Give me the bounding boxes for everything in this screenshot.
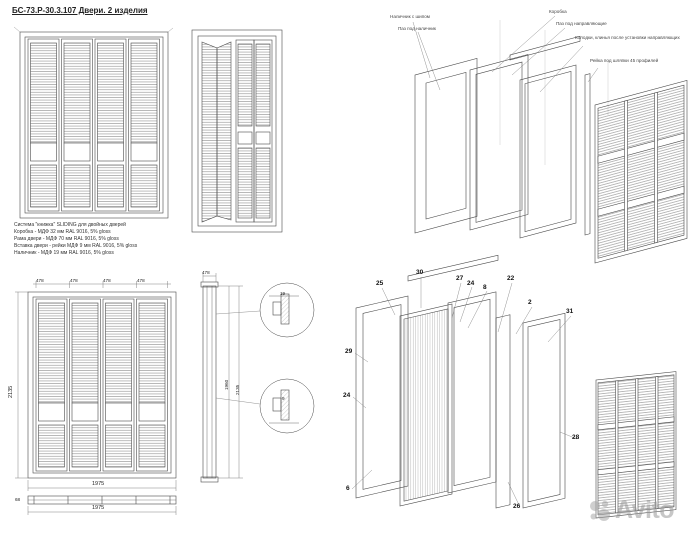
callout-6: 6 [346, 485, 350, 492]
callout-27: 27 [456, 275, 464, 282]
callout-30: 30 [416, 269, 424, 276]
specs-rama-line: Рама двери - МДФ 70 мм RAL 9016, 5% glos… [14, 236, 119, 242]
dim-leaf-height: 1960 [224, 379, 229, 390]
label-reika: Рейка под шляпки 45 профилей [590, 58, 659, 63]
front-view-closed-doors [13, 26, 174, 219]
avito-watermark: Avito [588, 496, 675, 525]
avito-logo-icon [590, 500, 610, 521]
part-nalichnik-frame [414, 58, 478, 234]
dim-plan-depth: 68 [15, 497, 21, 502]
part-mesh-panel [399, 303, 453, 507]
dimensioned-front-view [15, 281, 177, 515]
specs-system-line: Система "книжка" SLIDING для двойных две… [14, 222, 126, 228]
part-plank [495, 314, 511, 509]
specs-nalichnik-line: Наличник - МДФ 19 мм RAL 9016, 5% gloss [14, 250, 114, 256]
part-louvered-panel [594, 79, 688, 264]
specs-korobka-line: Коробка - МДФ 32 мм RAL 9016, 5% gloss [14, 229, 111, 235]
dim-leaf-width-4: 478 [137, 278, 145, 283]
dim-detail-b: 9 [282, 396, 285, 401]
dim-section-height: 2135 [235, 384, 240, 395]
label-paz-napravl: Паз под направляющие [556, 21, 607, 26]
part-frame-2 [447, 291, 497, 494]
label-kolodki: Колодки, клинья после установки направля… [575, 35, 680, 40]
callout-22: 22 [507, 275, 515, 282]
watermark-text: Avito [615, 496, 675, 524]
plan-section-strip [27, 495, 177, 505]
part-top-bar [407, 254, 499, 282]
vertical-section [200, 273, 315, 483]
dim-plan-width: 1975 [92, 505, 105, 511]
louvered-panel-detail [595, 371, 677, 519]
exploded-view-top [412, 15, 688, 264]
dim-leaf-width-3: 478 [103, 278, 111, 283]
callout-leaders [351, 277, 578, 508]
label-korobka: Коробка [549, 9, 567, 14]
dim-total-width: 1975 [92, 481, 105, 487]
callout-26: 26 [513, 503, 521, 510]
specs-vstavka-line: Вставка двери - рейки МДФ 9 мм RAL 9016,… [14, 243, 138, 249]
detail-circle-top [215, 282, 315, 338]
part-inner-frame [519, 64, 577, 239]
callout-8: 8 [483, 284, 487, 291]
callout-24b: 24 [343, 392, 351, 399]
dim-section-width: 478 [202, 270, 210, 275]
label-nalichnik-ship: Наличник с шипом [390, 14, 430, 19]
front-view-open-doors [191, 29, 283, 233]
detail-circle-bottom [215, 378, 315, 434]
callout-25: 25 [376, 280, 384, 287]
dim-leaf-width-2: 478 [70, 278, 78, 283]
callout-31: 31 [566, 308, 574, 315]
part-reika-strip [584, 73, 591, 236]
dim-leaf-width-1: 478 [36, 278, 44, 283]
dim-detail-a: 19 [280, 291, 286, 296]
exploded-view-bottom [355, 254, 566, 509]
label-paz-nalichnik: Паз под наличник [398, 26, 436, 31]
part-frame-3 [522, 312, 566, 509]
dim-total-height: 2135 [8, 385, 14, 398]
specs-block: Система "книжка" SLIDING для двойных две… [14, 222, 137, 257]
callout-28: 28 [572, 434, 580, 441]
callout-24: 24 [467, 280, 475, 287]
callout-29: 29 [345, 348, 353, 355]
page-title: БС-73.Р-30.3.107 Двери. 2 изделия [12, 6, 148, 15]
callout-2: 2 [528, 299, 532, 306]
part-korobka-frame [469, 54, 529, 231]
